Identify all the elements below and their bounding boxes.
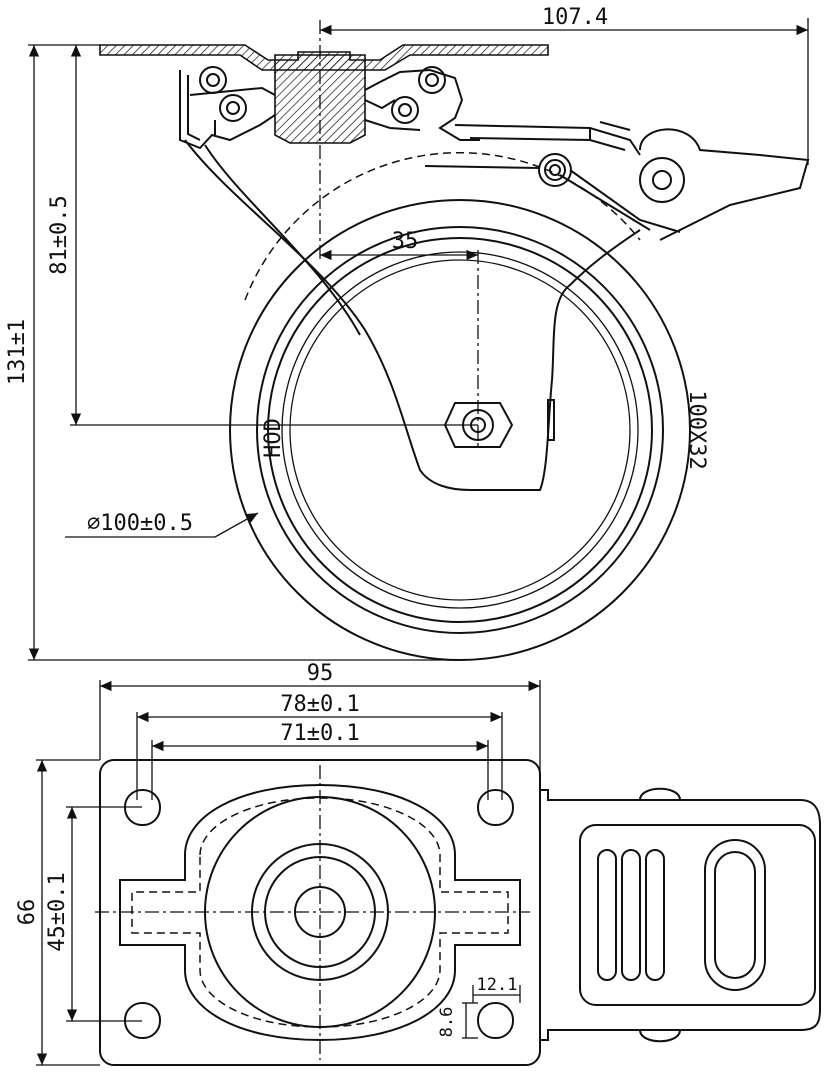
bearing-right (364, 66, 480, 141)
dimension-hole-spacing-outer: 78±0.1 (136, 692, 503, 800)
top-view: 95 78±0.1 71±0.1 66 45±0.1 (15, 661, 821, 1066)
overall-width-label: 107.4 (542, 5, 608, 30)
axle-height-label: 81±0.5 (47, 195, 72, 274)
dimension-axle-height: 81±0.5 (47, 44, 478, 426)
dimension-plate-depth: 66 (15, 759, 100, 1066)
slot-length-label: 12.1 (477, 975, 518, 995)
fork-leg-left (184, 139, 553, 491)
wheel (229, 151, 691, 661)
wheel-diameter-label: ⌀100±0.5 (87, 511, 193, 536)
dimension-axle-offset: 35 (320, 229, 478, 261)
hole-spacing-outer-label: 78±0.1 (280, 692, 359, 717)
mounting-holes (124, 789, 514, 1039)
dimension-overall-width: 107.4 (320, 5, 809, 165)
hub-outline (119, 783, 521, 1042)
slot-width-label: 8.6 (437, 1007, 457, 1038)
total-height-label: 131±1 (5, 319, 30, 385)
fork-inner (204, 144, 361, 336)
brake-lever (424, 121, 810, 241)
wheel-size-marking: 100X32 (684, 390, 709, 469)
plate-width-label: 95 (307, 661, 334, 686)
dimension-hole-spacing-inner: 71±0.1 (151, 721, 489, 800)
plate-depth-label: 66 (15, 899, 40, 926)
dimension-wheel-diameter: ⌀100±0.5 (65, 511, 259, 538)
dimension-slot-width: 8.6 (437, 1002, 478, 1039)
dimension-slot-length: 12.1 (472, 975, 521, 1003)
dimension-hole-spacing-depth: 45±0.1 (45, 806, 142, 1022)
wheel-brand-marking: HOD (261, 418, 286, 458)
dimension-total-height: 131±1 (5, 44, 460, 661)
brake-pedal (540, 787, 821, 1043)
bearing-left (179, 66, 276, 150)
axle-nut (443, 399, 555, 448)
axle-offset-label: 35 (392, 229, 419, 254)
hole-spacing-depth-label: 45±0.1 (45, 872, 70, 951)
fork-leg-right (551, 229, 641, 381)
hole-spacing-inner-label: 71±0.1 (280, 721, 359, 746)
side-view: HOD 100X32 107.4 35 81±0.5 131±1 (5, 5, 810, 661)
dimension-plate-width: 95 (99, 661, 541, 790)
hub-outline-dashed (131, 797, 509, 1028)
